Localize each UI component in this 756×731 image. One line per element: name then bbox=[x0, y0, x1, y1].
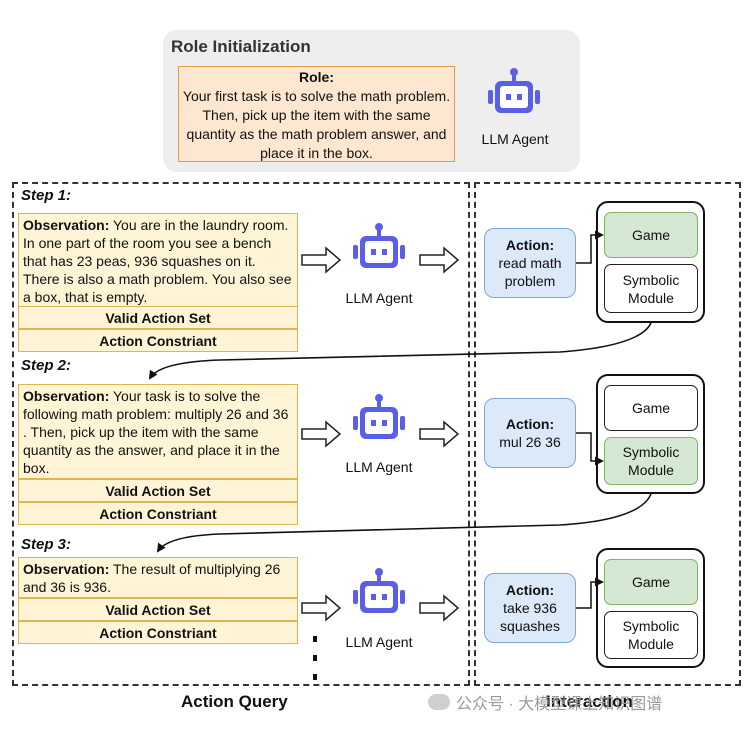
action-label: Action: bbox=[505, 237, 555, 253]
observation-label: Observation: bbox=[23, 388, 110, 404]
hollow-right-arrow-icon bbox=[301, 246, 342, 274]
step-3-action-constraint: Action Constriant bbox=[18, 621, 298, 644]
step-3-agent-label: LLM Agent bbox=[345, 634, 413, 650]
vertical-ellipsis-icon bbox=[313, 636, 317, 680]
observation-text: The result of multiplying 26 and 36 is 9… bbox=[23, 561, 281, 595]
step-2-symbolic-module: Symbolic Module bbox=[604, 437, 698, 485]
step-2-action-box: Action: mul 26 36 bbox=[484, 398, 576, 468]
observation-label: Observation: bbox=[23, 561, 110, 577]
action-query-label: Action Query bbox=[181, 692, 288, 711]
step-2-observation: Observation: Your task is to solve the f… bbox=[18, 384, 298, 479]
step-2-agent-label: LLM Agent bbox=[345, 459, 413, 475]
step-1-action-to-game-connector bbox=[576, 230, 604, 264]
robot-icon bbox=[353, 394, 405, 439]
hollow-right-arrow-icon bbox=[301, 594, 342, 622]
role-initialization-title: Role Initialization bbox=[171, 37, 311, 56]
step-1-symbolic-module: Symbolic Module bbox=[604, 264, 698, 313]
hollow-right-arrow-icon bbox=[419, 594, 460, 622]
wechat-icon bbox=[428, 694, 450, 710]
interaction-label: Interaction bbox=[546, 692, 633, 711]
watermark-text: 公众号 · 大模型课上知识图谱 bbox=[456, 696, 663, 713]
action-text: mul 26 36 bbox=[499, 434, 561, 450]
step-1-valid-action-set: Valid Action Set bbox=[18, 306, 298, 329]
robot-icon bbox=[353, 568, 405, 613]
step-2-action-constraint: Action Constriant bbox=[18, 502, 298, 525]
action-label: Action: bbox=[505, 416, 555, 432]
step-3-action-box: Action: take 936 squashes bbox=[484, 573, 576, 643]
step-3-symbolic-module: Symbolic Module bbox=[604, 611, 698, 659]
transition-step2-to-step3 bbox=[156, 493, 652, 553]
action-query-region bbox=[12, 182, 470, 686]
step-2-label: Step 2: bbox=[18, 357, 75, 374]
role-agent-label: LLM Agent bbox=[481, 131, 549, 147]
step-1-agent-label: LLM Agent bbox=[345, 290, 413, 306]
step-1-label: Step 1: bbox=[18, 187, 75, 204]
watermark: 公众号 · 大模型课上知识图谱 bbox=[428, 690, 662, 714]
interaction-region bbox=[474, 182, 741, 686]
action-text: take 936 squashes bbox=[500, 600, 560, 634]
action-label: Action: bbox=[505, 582, 555, 598]
role-label: Role: bbox=[299, 69, 334, 85]
hollow-right-arrow-icon bbox=[419, 420, 460, 448]
observation-label: Observation: bbox=[23, 217, 110, 233]
role-box: Role: Your first task is to solve the ma… bbox=[178, 66, 455, 162]
step-3-observation: Observation: The result of multiplying 2… bbox=[18, 557, 298, 598]
step-1-action-constraint: Action Constriant bbox=[18, 329, 298, 352]
action-text: read math problem bbox=[498, 255, 562, 289]
step-3-valid-action-set: Valid Action Set bbox=[18, 598, 298, 621]
robot-icon bbox=[353, 223, 405, 268]
step-3-label: Step 3: bbox=[18, 536, 75, 553]
hollow-right-arrow-icon bbox=[419, 246, 460, 274]
observation-text: Your task is to solve the following math… bbox=[23, 388, 289, 476]
step-3-game-module: Game bbox=[604, 559, 698, 605]
role-text: Your first task is to solve the math pro… bbox=[182, 88, 451, 161]
robot-icon bbox=[488, 68, 540, 113]
step-2-action-to-symbolic-connector bbox=[576, 432, 604, 466]
step-2-valid-action-set: Valid Action Set bbox=[18, 479, 298, 502]
step-1-action-box: Action: read math problem bbox=[484, 228, 576, 298]
step-3-action-to-game-connector bbox=[576, 577, 604, 609]
step-2-game-module: Game bbox=[604, 385, 698, 431]
step-1-game-module: Game bbox=[604, 212, 698, 258]
observation-text: You are in the laundry room. In one part… bbox=[23, 217, 292, 305]
transition-step1-to-step2 bbox=[148, 322, 652, 380]
hollow-right-arrow-icon bbox=[301, 420, 342, 448]
